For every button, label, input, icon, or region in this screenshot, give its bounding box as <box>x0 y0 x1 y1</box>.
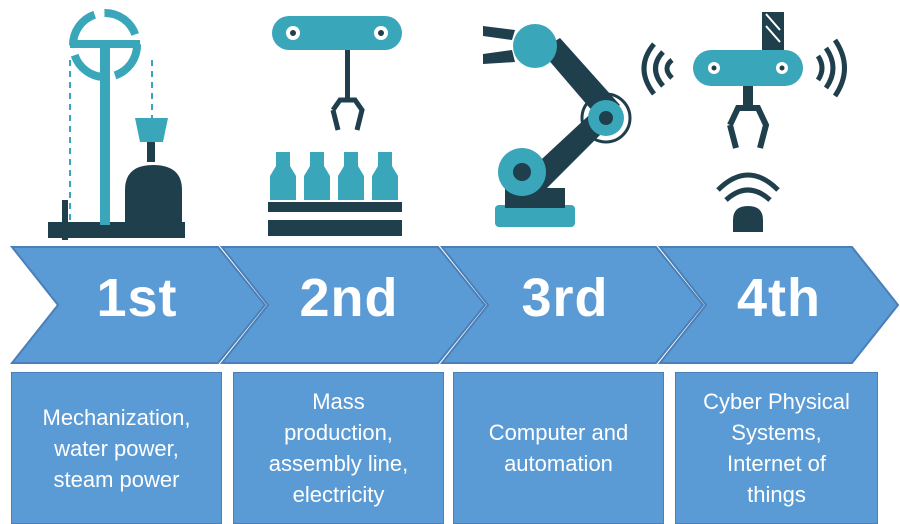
assembly-line-icon <box>268 16 402 236</box>
robotic-arm-icon <box>483 24 632 227</box>
stage-description-4: Cyber Physical Systems, Internet of thin… <box>703 389 850 507</box>
chevron-arrow-3 <box>439 246 705 364</box>
stage-description-1: Mechanization, water power, steam power <box>42 404 191 492</box>
stage-description-3: Computer and automation <box>488 420 629 476</box>
stage-ordinal-2: 2nd <box>299 268 399 328</box>
stage-ordinal-1: 1st <box>96 268 178 328</box>
stage-ordinal-3: 3rd <box>521 268 609 328</box>
stage-description-box-4: Cyber Physical Systems, Internet of thin… <box>675 372 878 524</box>
stage-description-box-1: Mechanization, water power, steam power <box>11 372 222 524</box>
chevron-arrow-4 <box>657 246 900 364</box>
wireless-robot-icon <box>641 12 847 232</box>
steam-engine-icon <box>48 9 185 240</box>
stage-description-box-3: Computer and automation <box>453 372 664 524</box>
icons-row <box>48 9 847 240</box>
chevron-arrows <box>9 246 900 364</box>
stage-ordinal-4: 4th <box>737 268 821 328</box>
chevron-arrow-1 <box>9 246 267 364</box>
chevron-arrow-2 <box>219 246 487 364</box>
stage-description-2: Mass production, assembly line, electric… <box>268 389 409 507</box>
stage-description-box-2: Mass production, assembly line, electric… <box>233 372 444 524</box>
